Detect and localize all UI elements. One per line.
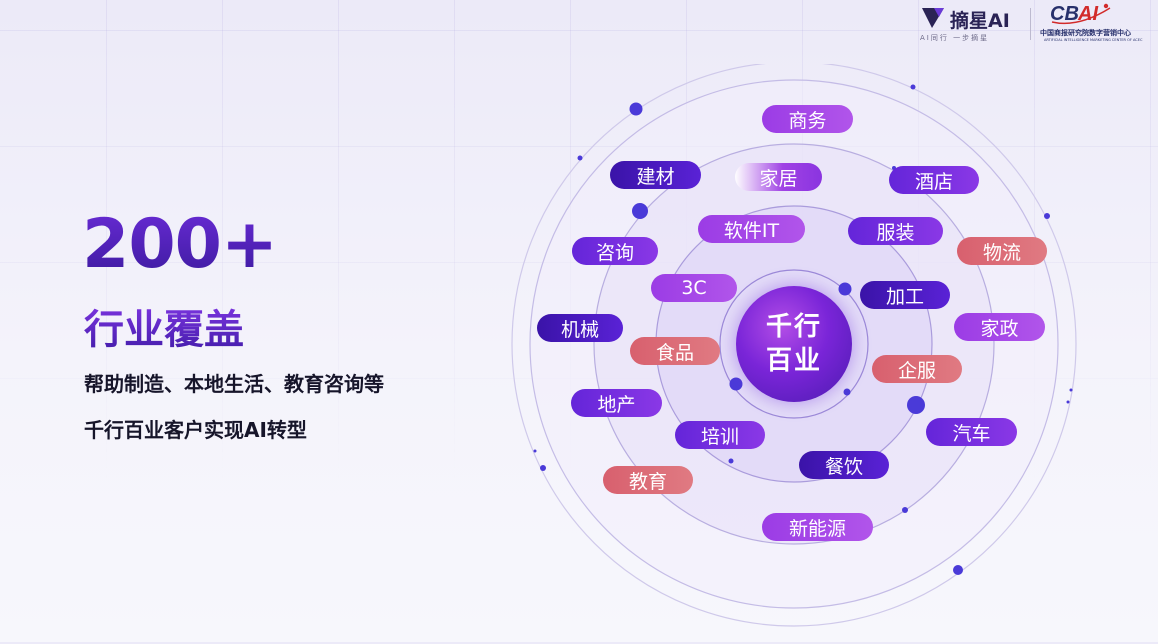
industry-tag: 建材 xyxy=(610,161,701,189)
industry-tag: 商务 xyxy=(762,105,853,133)
industry-tag: 加工 xyxy=(860,281,950,309)
cbai-logo: CB AI 中国商报研究院数字营销中心 ARTIFICIAL INTELLIGE… xyxy=(1040,0,1152,46)
industry-tag: 汽车 xyxy=(926,418,1017,446)
industry-tag: 新能源 xyxy=(762,513,873,541)
description-line-2: 千行百业客户实现AI转型 xyxy=(84,418,307,442)
cbai-logo-mark-icon: CB AI xyxy=(1050,3,1111,25)
svg-text:AI: AI xyxy=(1077,3,1098,25)
logo-divider xyxy=(1030,8,1031,40)
industry-tag: 机械 xyxy=(537,314,623,342)
logo-area: 摘星AI AI同行 一步摘星 CB AI 中国商报研究院数字营销中心 ARTIF… xyxy=(918,0,1158,48)
partner-en-name: ARTIFICIAL INTELLIGENCE MARKETING CENTER… xyxy=(1044,38,1143,42)
center-label-line-1: 千行 xyxy=(765,312,822,342)
industry-tag: 3C xyxy=(651,274,737,302)
industry-tag: 企服 xyxy=(872,355,962,383)
industry-tag: 教育 xyxy=(603,466,693,494)
description-line-1: 帮助制造、本地生活、教育咨询等 xyxy=(84,372,384,396)
industry-tag: 酒店 xyxy=(889,166,979,194)
industry-count: 200+ xyxy=(82,205,278,284)
industry-tag: 培训 xyxy=(675,421,765,449)
industry-tag: 服装 xyxy=(848,217,943,245)
industry-tag: 软件IT xyxy=(698,215,805,243)
partner-cn-name: 中国商报研究院数字营销中心 xyxy=(1040,29,1131,37)
center-circle: 千行 百业 xyxy=(736,286,852,402)
industry-tag: 地产 xyxy=(571,389,662,417)
brand-slogan: AI同行 一步摘星 xyxy=(920,34,990,42)
industry-tag: 咨询 xyxy=(572,237,658,265)
zhaixing-ai-logo: 摘星AI AI同行 一步摘星 xyxy=(920,4,1030,44)
industry-tag: 物流 xyxy=(957,237,1047,265)
headline: 行业覆盖 xyxy=(84,304,244,356)
industry-tag: 食品 xyxy=(630,337,720,365)
svg-text:CB: CB xyxy=(1050,3,1079,25)
zhaixing-logo-mark-icon xyxy=(922,8,944,28)
industry-tag: 家政 xyxy=(954,313,1045,341)
brand-name: 摘星AI xyxy=(950,10,1010,32)
industry-diagram: 千行 百业 商务 建材 家居 酒店 软件IT 服装 咨询 物流 3C 加工 机械… xyxy=(500,64,1100,644)
industry-tag: 餐饮 xyxy=(799,451,889,479)
industry-tag: 家居 xyxy=(735,163,822,191)
center-label-line-2: 百业 xyxy=(765,346,822,376)
